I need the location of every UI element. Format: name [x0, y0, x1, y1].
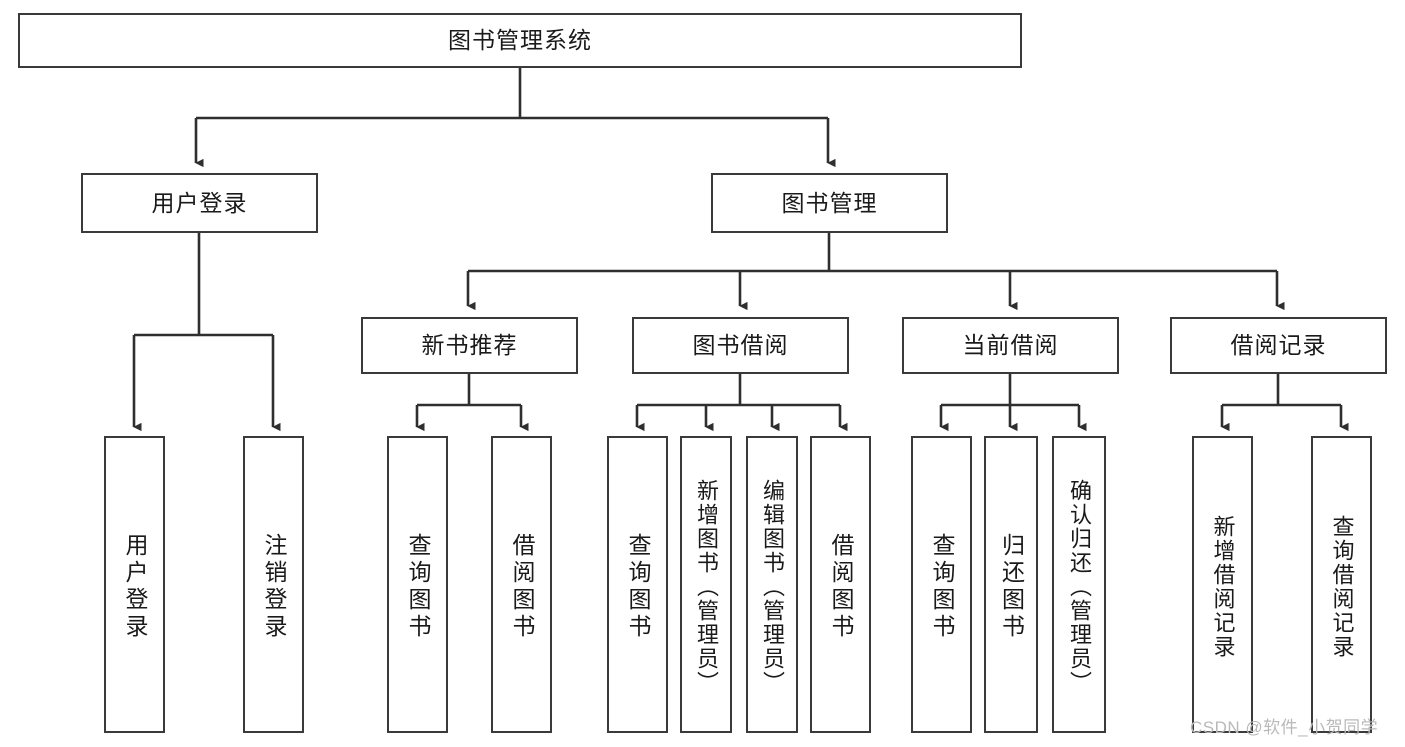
leaf-user-login[interactable]: 用户登录 [104, 436, 165, 733]
leaf-user-logout[interactable]: 注销登录 [243, 436, 304, 733]
node-root-system[interactable]: 图书管理系统 [18, 13, 1022, 68]
node-current-borrow[interactable]: 当前借阅 [902, 317, 1119, 374]
leaf-edit-book-admin[interactable]: 编辑图书（管理员） [746, 436, 798, 733]
leaf-confirm-return-admin[interactable]: 确认归还（管理员） [1052, 436, 1106, 733]
node-new-book-recommend[interactable]: 新书推荐 [361, 317, 578, 374]
node-book-management[interactable]: 图书管理 [711, 173, 948, 233]
leaf-query-books-recommend[interactable]: 查询图书 [387, 436, 448, 733]
node-book-borrow[interactable]: 图书借阅 [632, 317, 849, 374]
leaf-borrow-books-borrow[interactable]: 借阅图书 [810, 436, 871, 733]
leaf-query-books-current[interactable]: 查询图书 [911, 436, 972, 733]
node-user-login[interactable]: 用户登录 [81, 173, 318, 233]
leaf-query-books-borrow[interactable]: 查询图书 [607, 436, 668, 733]
leaf-add-borrow-record[interactable]: 新增借阅记录 [1192, 436, 1253, 733]
leaf-add-book-admin[interactable]: 新增图书（管理员） [680, 436, 732, 733]
csdn-watermark: CSDN @软件_小贺同学 [1190, 718, 1379, 737]
leaf-borrow-books-recommend[interactable]: 借阅图书 [491, 436, 552, 733]
node-borrow-records[interactable]: 借阅记录 [1170, 317, 1387, 374]
leaf-return-books[interactable]: 归还图书 [984, 436, 1038, 733]
leaf-query-borrow-record[interactable]: 查询借阅记录 [1311, 436, 1372, 733]
